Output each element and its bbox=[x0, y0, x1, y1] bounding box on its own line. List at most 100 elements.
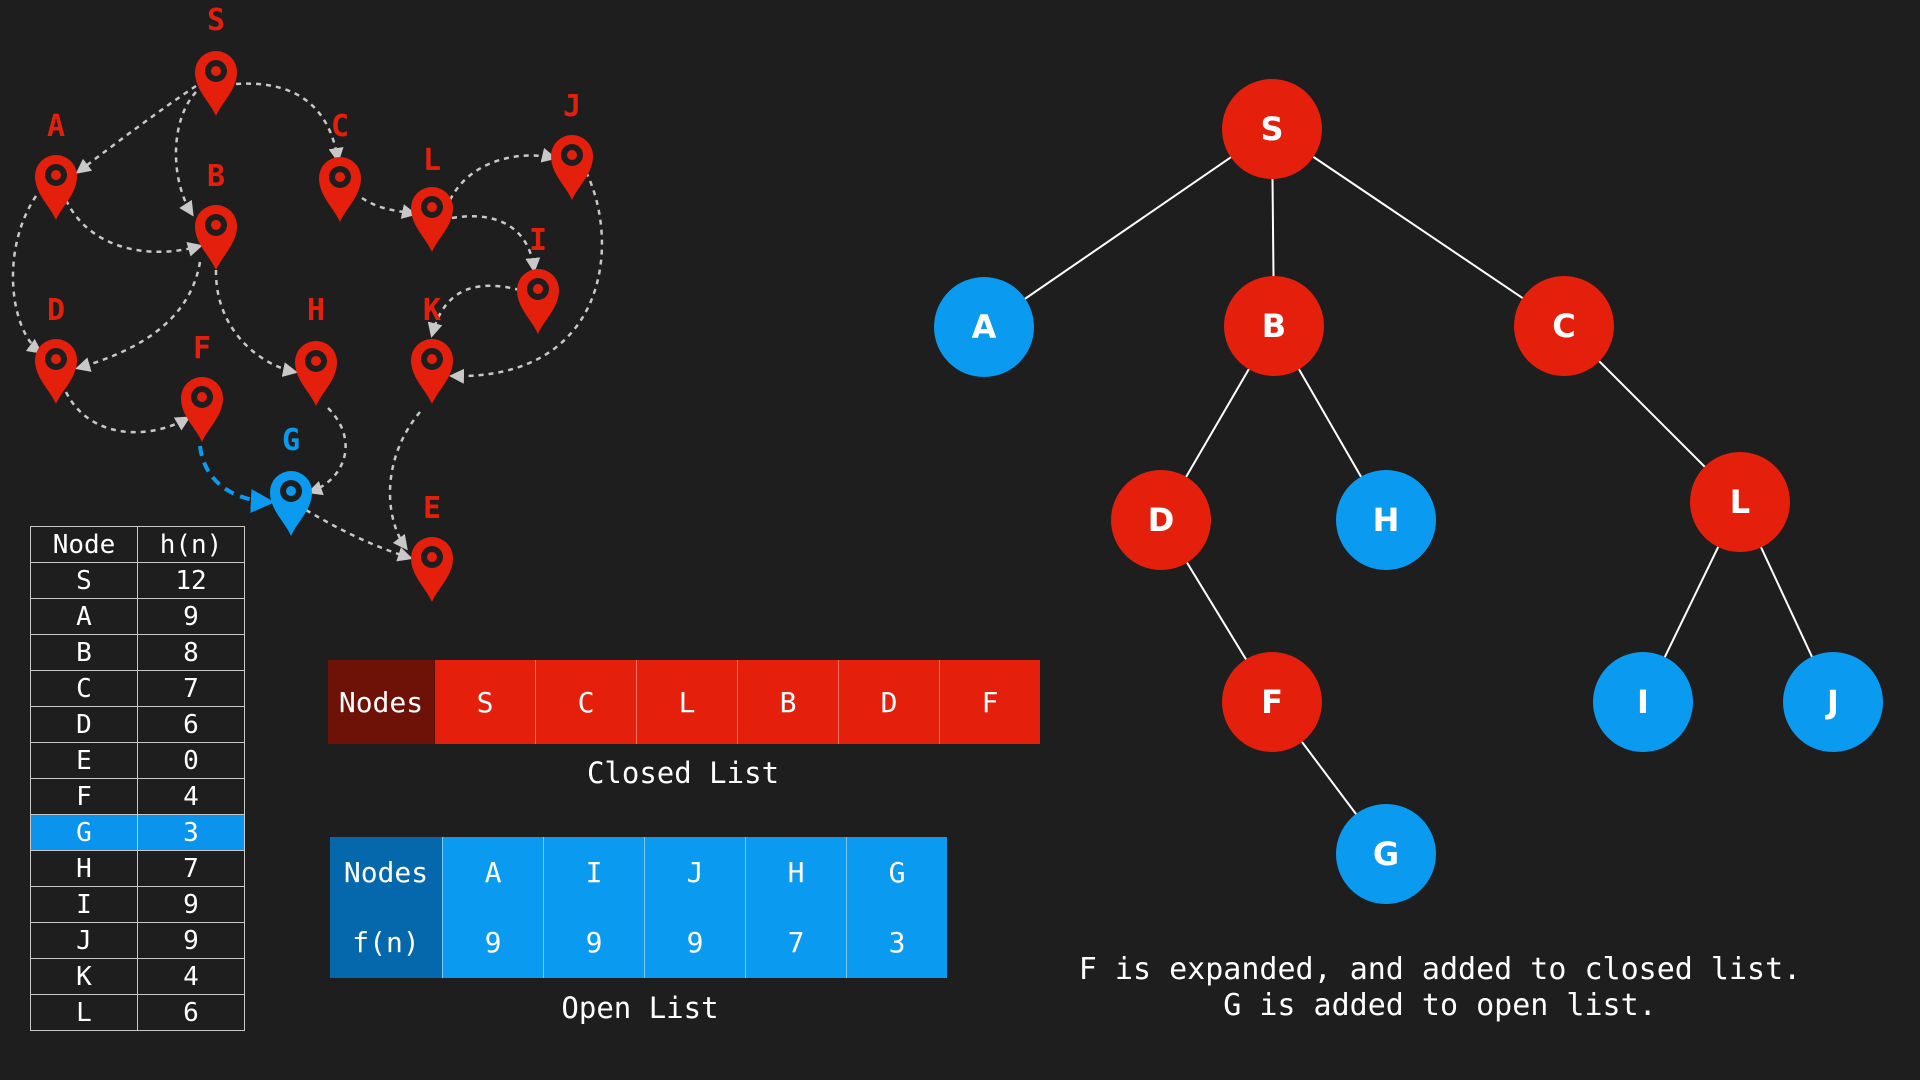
heuristic-node-cell: A bbox=[30, 598, 138, 635]
map-node-label: A bbox=[47, 109, 65, 144]
heuristic-value-cell: 8 bbox=[137, 634, 245, 671]
map-path bbox=[214, 269, 298, 377]
tree-node bbox=[1224, 276, 1324, 376]
heuristic-node-cell: H bbox=[30, 850, 138, 887]
map-path bbox=[388, 411, 421, 551]
map-path bbox=[305, 508, 413, 562]
heuristic-value-cell: 6 bbox=[137, 994, 245, 1031]
map-path bbox=[64, 199, 203, 257]
tree-edge bbox=[983, 128, 1273, 328]
tree-edge bbox=[1563, 325, 1741, 503]
heuristic-node-cell: J bbox=[30, 922, 138, 959]
map-node-label: L bbox=[423, 143, 441, 178]
heuristic-node-cell: F bbox=[30, 778, 138, 815]
tree-node bbox=[1514, 276, 1614, 376]
heuristic-value-cell: 7 bbox=[137, 670, 245, 707]
map-node-label: F bbox=[193, 331, 211, 366]
open-list-node: A bbox=[484, 855, 502, 889]
map-pin-icon bbox=[270, 471, 312, 536]
map-path-highlighted bbox=[198, 445, 275, 514]
open-list-fn: 9 bbox=[585, 925, 603, 959]
map-pin-icon bbox=[181, 377, 223, 442]
closed-list-item: C bbox=[536, 660, 637, 744]
open-list-fn: 9 bbox=[686, 925, 704, 959]
heuristic-node-cell: I bbox=[30, 886, 138, 923]
map-node-label: C bbox=[331, 109, 349, 144]
tree-node-label: H bbox=[1373, 501, 1400, 539]
heuristic-node-cell: B bbox=[30, 634, 138, 671]
tree-edge bbox=[1160, 519, 1273, 703]
tree-node-label: J bbox=[1825, 683, 1839, 721]
heuristic-node-cell: G bbox=[30, 814, 138, 851]
heuristic-node-cell: S bbox=[30, 562, 138, 599]
map-path bbox=[427, 284, 521, 338]
map-pin-icon bbox=[195, 205, 237, 270]
h-column-header: h(n) bbox=[137, 526, 245, 563]
map-pin-icon bbox=[195, 51, 237, 116]
heuristic-value-cell: 4 bbox=[137, 778, 245, 815]
heuristic-value-cell: 7 bbox=[137, 850, 245, 887]
map-node-label: K bbox=[423, 293, 441, 328]
map-node-label: I bbox=[529, 223, 547, 258]
open-list-caption: Open List bbox=[561, 991, 719, 1025]
tree-node-label: D bbox=[1148, 501, 1175, 539]
map-pin-icon bbox=[517, 269, 559, 334]
tree-edge bbox=[1271, 701, 1387, 855]
tree-node-label: L bbox=[1730, 483, 1750, 521]
heuristic-value-cell: 9 bbox=[137, 886, 245, 923]
tree-edge bbox=[1642, 501, 1741, 703]
heuristic-value-cell: 9 bbox=[137, 922, 245, 959]
open-list-node: G bbox=[888, 855, 906, 889]
heuristic-node-cell: K bbox=[30, 958, 138, 995]
map-pin-icon bbox=[319, 157, 361, 222]
tree-node bbox=[1336, 470, 1436, 570]
status-message: F is expanded, and added to closed list.… bbox=[1078, 952, 1802, 1023]
map-path bbox=[75, 261, 202, 372]
tree-node-label: S bbox=[1260, 110, 1283, 148]
open-list-fn: 7 bbox=[787, 925, 805, 959]
map-node-label: S bbox=[207, 3, 225, 38]
tree-edge bbox=[1160, 325, 1275, 521]
map-pin-icon bbox=[411, 187, 453, 252]
node-column-header: Node bbox=[30, 526, 138, 563]
closed-list-header: Nodes bbox=[328, 660, 435, 744]
map-pin-icon bbox=[35, 339, 77, 404]
tree-edge bbox=[1271, 128, 1275, 327]
closed-list-item: F bbox=[940, 660, 1040, 744]
open-list-fn-header: f(n) bbox=[352, 925, 420, 959]
map-path bbox=[11, 195, 43, 354]
heuristic-node-cell: D bbox=[30, 706, 138, 743]
heuristic-value-cell: 6 bbox=[137, 706, 245, 743]
tree-node-label: G bbox=[1373, 835, 1399, 873]
heuristic-value-cell: 3 bbox=[137, 814, 245, 851]
map-node-label: G bbox=[282, 423, 300, 458]
tree-node bbox=[1111, 470, 1211, 570]
heuristic-header-row: Node h(n) bbox=[30, 526, 245, 563]
tree-node-label: I bbox=[1637, 683, 1649, 721]
heuristic-node-cell: E bbox=[30, 742, 138, 779]
heuristic-value-cell: 9 bbox=[137, 598, 245, 635]
closed-list-item: B bbox=[738, 660, 839, 744]
map-pin-icon bbox=[411, 537, 453, 602]
heuristic-value-cell: 4 bbox=[137, 958, 245, 995]
open-list-node: H bbox=[787, 855, 805, 889]
tree-edge bbox=[1271, 128, 1565, 327]
map-pin-icon bbox=[411, 339, 453, 404]
